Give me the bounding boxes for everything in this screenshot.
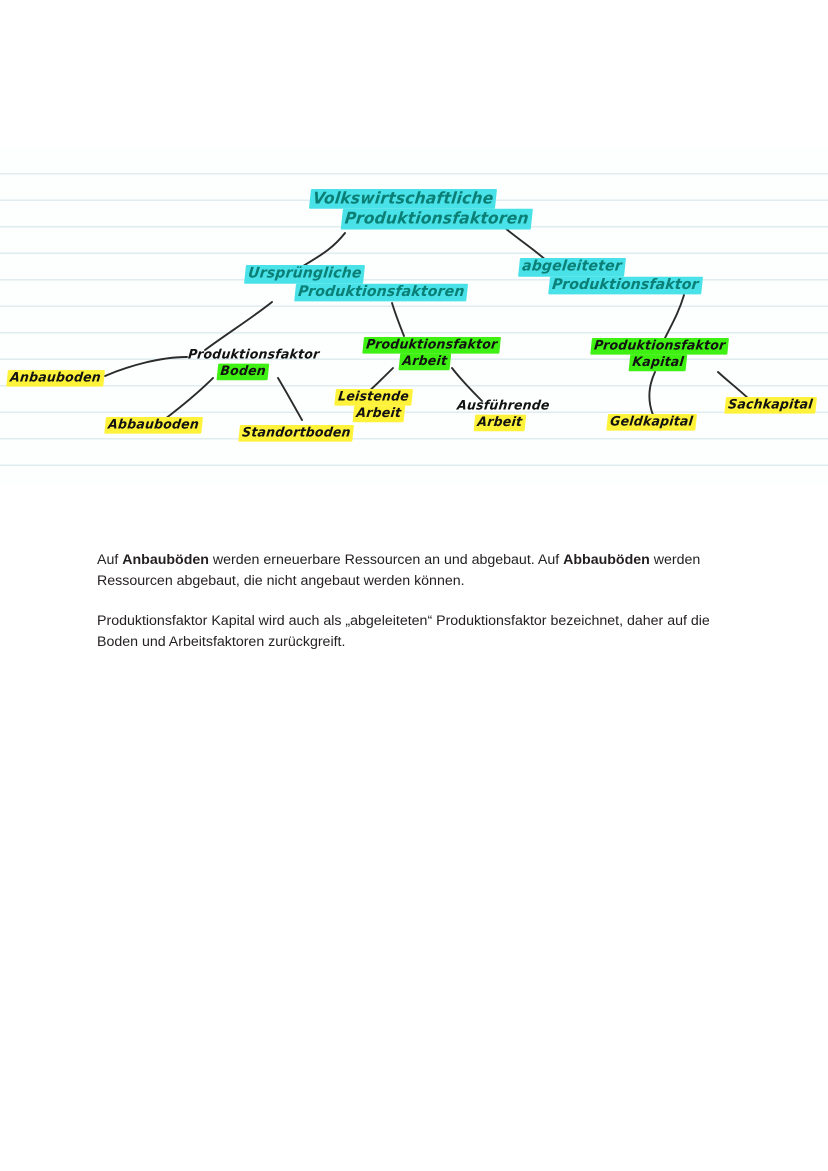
note-paragraph-1: Auf Anbauböden werden erneuerbare Ressou… bbox=[97, 550, 729, 592]
node-faktor-boden-line2: Boden bbox=[216, 362, 270, 380]
node-leistende-arbeit: Leistende Arbeit bbox=[333, 388, 413, 422]
note-1-bold-anbauboeden: Anbauböden bbox=[122, 552, 209, 569]
note-1-text-a: Auf bbox=[97, 552, 123, 569]
node-sachkapital: Sachkapital bbox=[724, 396, 817, 414]
node-root-line2: Produktionsfaktoren bbox=[340, 209, 533, 230]
node-ausfuhrende-arbeit: Ausführende Arbeit bbox=[452, 396, 554, 431]
note-1-bold-abbauboeden: Abbauböden bbox=[563, 552, 650, 569]
edge-ursprungliche-arbeit bbox=[391, 302, 405, 337]
node-faktor-kapital-line2: Kapital bbox=[628, 353, 688, 371]
edge-abgeleiteter-kapital bbox=[664, 294, 685, 339]
edge-kapital-geld bbox=[648, 371, 656, 416]
node-ursprungliche-line2: Produktionsfaktoren bbox=[294, 283, 469, 302]
node-leistende-arbeit-line2: Arbeit bbox=[352, 404, 406, 422]
node-standortboden-label: Standortboden bbox=[238, 424, 355, 442]
node-faktor-boden: Produktionsfaktor Boden bbox=[183, 345, 324, 380]
mindmap-connectors bbox=[104, 227, 753, 421]
node-ursprungliche-line1: Ursprüngliche bbox=[244, 265, 366, 284]
node-anbauboden-label: Anbauboden bbox=[6, 369, 105, 387]
node-faktor-kapital-line1: Produktionsfaktor bbox=[590, 337, 730, 355]
node-abbauboden-label: Abbauboden bbox=[104, 416, 203, 434]
node-root-line1: Volkswirtschaftliche bbox=[308, 189, 498, 210]
node-geldkapital-label: Geldkapital bbox=[606, 413, 697, 431]
edge-arbeit-ausfuhrende bbox=[451, 367, 483, 402]
node-abbauboden: Abbauboden bbox=[104, 416, 203, 434]
node-leistende-arbeit-line1: Leistende bbox=[334, 388, 413, 406]
edge-ursprungliche-boden bbox=[204, 301, 273, 351]
node-standortboden: Standortboden bbox=[238, 424, 355, 442]
node-faktor-arbeit-line2: Arbeit bbox=[398, 352, 452, 370]
edge-root-abgeleiteter bbox=[504, 227, 549, 263]
node-faktor-arbeit: Produktionsfaktor Arbeit bbox=[361, 336, 502, 370]
edge-boden-abbauboden bbox=[164, 377, 214, 420]
node-abgeleiteter-line1: abgeleiteter bbox=[518, 258, 626, 277]
note-1-text-c: werden Ressourcen abgebaut, die nicht an… bbox=[97, 552, 701, 590]
node-root: Volkswirtschaftliche Produktionsfaktoren bbox=[307, 189, 535, 230]
node-ausfuhrende-arbeit-line1: Ausführende bbox=[456, 396, 551, 413]
node-faktor-kapital: Produktionsfaktor Kapital bbox=[589, 337, 730, 371]
node-ursprungliche: Ursprüngliche Produktionsfaktoren bbox=[242, 265, 470, 302]
node-geldkapital: Geldkapital bbox=[606, 413, 697, 431]
node-ausfuhrende-arbeit-line2: Arbeit bbox=[473, 413, 527, 431]
node-faktor-boden-line1: Produktionsfaktor bbox=[187, 345, 321, 362]
edge-boden-anbauboden bbox=[104, 356, 188, 377]
handwritten-mindmap: Volkswirtschaftliche Produktionsfaktoren… bbox=[0, 0, 828, 500]
edge-boden-standortboden bbox=[277, 377, 303, 421]
edge-root-ursprungliche bbox=[299, 232, 346, 269]
node-anbauboden: Anbauboden bbox=[6, 369, 105, 387]
node-faktor-arbeit-line1: Produktionsfaktor bbox=[362, 336, 502, 354]
node-abgeleiteter: abgeleiteter Produktionsfaktor bbox=[516, 258, 704, 295]
node-sachkapital-label: Sachkapital bbox=[724, 396, 817, 414]
node-abgeleiteter-line2: Produktionsfaktor bbox=[548, 276, 703, 295]
note-1-text-b: werden erneuerbare Ressourcen an und abg… bbox=[208, 552, 564, 569]
note-paragraph-2: Produktionsfaktor Kapital wird auch als … bbox=[97, 613, 710, 651]
